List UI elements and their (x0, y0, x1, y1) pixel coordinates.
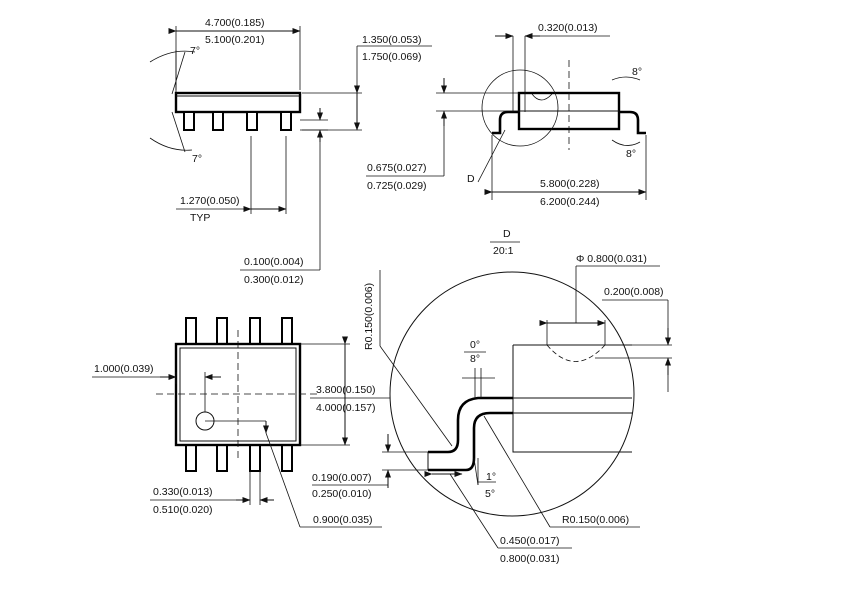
end-body-height-bottom: 0.725(0.029) (367, 180, 427, 192)
side-leads (183, 111, 292, 131)
side-standoff-bottom: 0.300(0.012) (244, 274, 304, 286)
detail-angle-a-bottom: 8° (470, 353, 480, 365)
side-body (174, 91, 302, 114)
detail-angle-a-top: 0° (470, 339, 480, 351)
side-pitch: 1.270(0.050) (180, 195, 240, 207)
detail-angle-b-bottom: 5° (485, 488, 495, 500)
detail-radius-right: R0.150(0.006) (562, 514, 629, 526)
top-leads-lower (185, 444, 293, 472)
detail-depth: 0.200(0.008) (604, 286, 664, 298)
detail-foot-bottom: 0.250(0.010) (312, 488, 372, 500)
side-width-top: 4.700(0.185) (205, 17, 265, 29)
top-body-width-top: 3.800(0.150) (316, 384, 376, 396)
side-view: 4.700(0.185) 5.100(0.201) 7° 7° 1.350(0.… (149, 17, 432, 286)
side-angle-bottom: 7° (192, 153, 202, 165)
top-lead-width-bottom: 0.510(0.020) (153, 504, 213, 516)
top-view: 1.000(0.039) 3.800(0.150) 4.000(0.157) 0… (92, 317, 390, 528)
end-detail-label: D (467, 173, 475, 185)
end-angle-bottom: 8° (626, 148, 636, 160)
detail-title: D (503, 228, 511, 240)
detail-callout-circle (481, 69, 559, 147)
end-overall-top: 5.800(0.228) (540, 178, 600, 190)
detail-circle (389, 271, 635, 517)
top-pin1-mark: 0.900(0.035) (313, 514, 373, 526)
detail-foot-top: 0.190(0.007) (312, 472, 372, 484)
detail-angle-b-top: 1° (486, 471, 496, 483)
top-body-width-bottom: 4.000(0.157) (316, 402, 376, 414)
top-leads-upper (185, 317, 293, 345)
detail-radius-left: R0.150(0.006) (363, 283, 375, 350)
end-overall-bottom: 6.200(0.244) (540, 196, 600, 208)
detail-lead-length-top: 0.450(0.017) (500, 535, 560, 547)
detail-diameter: Φ 0.800(0.031) (576, 253, 647, 265)
detail-scale: 20:1 (493, 245, 514, 257)
side-width-bottom: 5.100(0.201) (205, 34, 265, 46)
top-body (174, 342, 302, 447)
side-height-top: 1.350(0.053) (362, 34, 422, 46)
side-angle-top: 7° (190, 45, 200, 57)
detail-lead-length-bottom: 0.800(0.031) (500, 553, 560, 565)
end-lead-thickness: 0.320(0.013) (538, 22, 598, 34)
end-body-height-top: 0.675(0.027) (367, 162, 427, 174)
top-lead-width-top: 0.330(0.013) (153, 486, 213, 498)
side-standoff-top: 0.100(0.004) (244, 256, 304, 268)
side-pitch-note: TYP (190, 212, 210, 224)
detail-view: D 20:1 Φ 0.800(0.031) 0.200(0.008) (312, 228, 672, 565)
top-pin1-offset: 1.000(0.039) (94, 363, 154, 375)
end-angle-top: 8° (632, 66, 642, 78)
end-view: D 0.320(0.013) 8° 8° 0.675(0.027) 0.725(… (366, 22, 647, 208)
side-height-bottom: 1.750(0.069) (362, 51, 422, 63)
